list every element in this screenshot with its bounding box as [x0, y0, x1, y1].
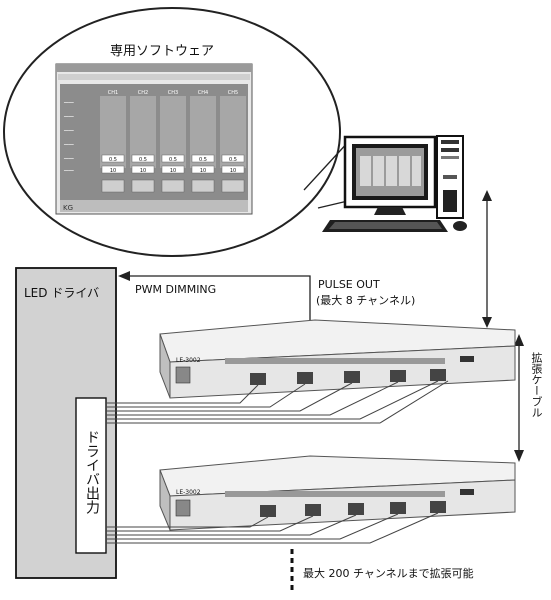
software-input-value: 0.5 — [229, 157, 237, 163]
software-input-value: 0.5 — [139, 157, 147, 163]
driver-output-label: ドライバ出力 — [84, 430, 100, 514]
led-driver-label: LED ドライバ — [24, 286, 100, 300]
mouse — [453, 221, 467, 231]
software-channel-header: CH5 — [228, 90, 238, 96]
software-window: KG ━━━━ ━━━━ ━━━━ ━━━━ ━━━━ ━━━━ — [55, 63, 253, 215]
software-input-value: 0.5 — [169, 157, 177, 163]
device-2-cables — [106, 512, 439, 544]
pulse-out-label: PULSE OUT — [318, 278, 380, 291]
pc-tower — [436, 135, 464, 219]
pulse-out-sub-label: (最大 8 チャンネル) — [316, 294, 416, 307]
device-1-model: LE-3002 — [176, 357, 201, 364]
callout-pointer-line — [303, 139, 351, 191]
software-input-value-2: 10 — [140, 168, 146, 174]
software-input-value-2: 10 — [200, 168, 206, 174]
expansion-cable-arrow-top — [514, 334, 524, 346]
pwm-arrow-head — [118, 271, 130, 281]
expansion-cable-arrow-bottom — [514, 450, 524, 462]
keyboard — [322, 220, 448, 232]
controller-device-1 — [159, 319, 516, 399]
svg-text:━━━━: ━━━━ — [63, 142, 74, 147]
software-channel-header: CH4 — [198, 90, 208, 96]
controller-device-2 — [159, 455, 516, 531]
svg-text:━━━━: ━━━━ — [63, 128, 74, 133]
svg-text:KG: KG — [63, 204, 73, 212]
device-1-cables — [106, 380, 449, 424]
software-channel-header: CH2 — [138, 90, 148, 96]
software-input-value: 0.5 — [109, 157, 117, 163]
driver-output-box — [75, 397, 107, 554]
software-input-value-2: 10 — [170, 168, 176, 174]
software-input-value-2: 10 — [110, 168, 116, 174]
svg-text:━━━━: ━━━━ — [63, 168, 74, 173]
software-input-value: 0.5 — [199, 157, 207, 163]
software-channel-header: CH1 — [108, 90, 118, 96]
pc-monitor — [343, 135, 437, 215]
software-input-value-2: 10 — [230, 168, 236, 174]
pc-link-arrow-top — [482, 190, 492, 201]
pc-link-arrow-bottom — [482, 317, 492, 328]
pwm-dimming-label: PWM DIMMING — [135, 283, 217, 296]
software-title: 専用ソフトウェア — [110, 44, 215, 59]
device-2-model: LE-3002 — [176, 489, 201, 496]
max-expand-label: 最大 200 チャンネルまで拡張可能 — [303, 567, 474, 580]
svg-text:━━━━: ━━━━ — [63, 156, 74, 161]
expansion-cable-label: 拡張ケーブル — [530, 352, 543, 418]
svg-text:━━━━: ━━━━ — [63, 100, 74, 105]
software-channel-header: CH3 — [168, 90, 178, 96]
svg-text:━━━━: ━━━━ — [63, 114, 74, 119]
